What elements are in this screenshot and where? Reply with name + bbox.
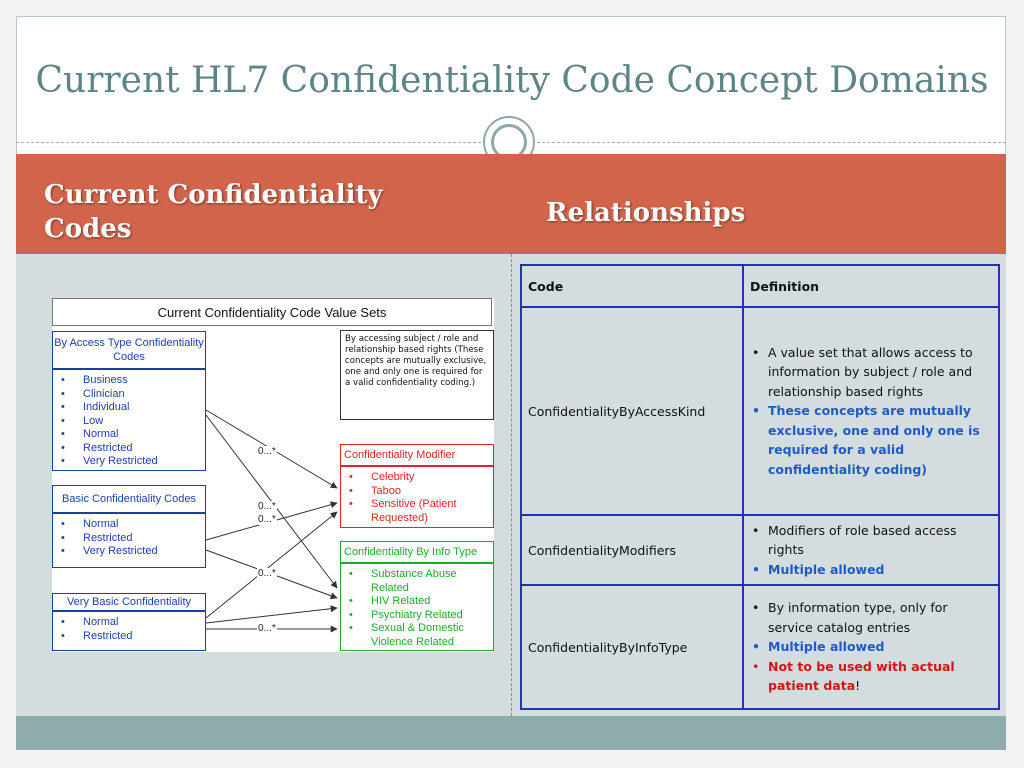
- definition-bullet: These concepts are mutually exclusive, o…: [752, 401, 992, 479]
- very-basic-list: Normal Restricted: [52, 611, 206, 651]
- list-item: Taboo: [349, 485, 493, 499]
- multiplicity-label: 0...*: [257, 514, 277, 525]
- column-header-code: Code: [520, 264, 744, 308]
- multiplicity-label: 0...*: [257, 623, 277, 634]
- multiplicity-label: 0...*: [257, 501, 277, 512]
- basic-list: Normal Restricted Very Restricted: [52, 513, 206, 568]
- definition-bullet: A value set that allows access to inform…: [752, 343, 992, 402]
- list-item: Individual: [61, 401, 205, 415]
- list-item: Low: [61, 415, 205, 429]
- list-item: Restricted: [61, 630, 205, 644]
- list-item: Normal: [61, 518, 205, 532]
- footer-bar: [16, 716, 1006, 750]
- left-heading: Current Confidentiality Codes: [44, 180, 383, 244]
- by-info-header: Confidentiality By Info Type: [340, 541, 494, 563]
- slide-title: Current HL7 Confidentiality Code Concept…: [35, 60, 989, 101]
- list-item: HIV Related: [349, 595, 493, 609]
- list-item: Psychiatry Related: [349, 609, 493, 623]
- table-row: ConfidentialityModifiers Modifiers of ro…: [520, 514, 1000, 586]
- modifier-list: Celebrity Taboo Sensitive (Patient Reque…: [340, 466, 494, 528]
- warning-suffix: !: [855, 678, 861, 694]
- by-info-list: Substance Abuse Related HIV Related Psyc…: [340, 563, 494, 651]
- heading-band: Current Confidentiality Codes Relationsh…: [16, 154, 1006, 254]
- list-item: Very Restricted: [61, 455, 205, 469]
- code-cell: ConfidentialityByInfoType: [520, 584, 744, 710]
- list-item: Sensitive (Patient Requested): [349, 498, 493, 525]
- column-header-definition: Definition: [742, 264, 1000, 308]
- list-item: Celebrity: [349, 471, 493, 485]
- arrow-verybasic-to-modifier: [205, 511, 338, 619]
- code-cell: ConfidentialityModifiers: [520, 514, 744, 586]
- multiplicity-label: 0...*: [257, 568, 277, 579]
- access-note: By accessing subject / role and relation…: [340, 330, 494, 420]
- definition-cell: By information type, only for service ca…: [742, 584, 1000, 710]
- list-item: Sexual & Domestic Violence Related: [349, 622, 493, 649]
- arrow-verybasic-to-info: [205, 605, 338, 624]
- definition-bullet: Multiple allowed: [752, 637, 992, 657]
- list-item: Clinician: [61, 388, 205, 402]
- definition-cell: Modifiers of role based access rights Mu…: [742, 514, 1000, 586]
- warning-text: Not to be used with actual patient data: [768, 658, 955, 694]
- modifier-header: Confidentiality Modifier: [340, 444, 494, 466]
- table-header-row: Code Definition: [520, 264, 1000, 308]
- definition-bullet: Modifiers of role based access rights: [752, 521, 992, 560]
- definition-bullet: By information type, only for service ca…: [752, 598, 992, 637]
- relationships-table: Code Definition ConfidentialityByAccessK…: [520, 264, 1000, 710]
- code-cell: ConfidentialityByAccessKind: [520, 306, 744, 516]
- list-item: Business: [61, 374, 205, 388]
- basic-header: Basic Confidentiality Codes: [52, 485, 206, 513]
- list-item: Normal: [61, 428, 205, 442]
- right-heading: Relationships: [546, 198, 746, 228]
- definition-cell: A value set that allows access to inform…: [742, 306, 1000, 516]
- value-sets-diagram: Current Confidentiality Code Value Sets …: [52, 298, 494, 652]
- list-item: Restricted: [61, 532, 205, 546]
- definition-bullet: Multiple allowed: [752, 560, 992, 580]
- table-row: ConfidentialityByInfoType By information…: [520, 584, 1000, 710]
- definition-bullet: Not to be used with actual patient data!: [752, 657, 992, 696]
- list-item: Normal: [61, 616, 205, 630]
- multiplicity-label: 0...*: [257, 446, 277, 457]
- by-access-header: By Access Type Confidentiality Codes: [52, 331, 206, 369]
- list-item: Substance Abuse Related: [349, 568, 493, 595]
- list-item: Very Restricted: [61, 545, 205, 559]
- title-divider-right: [537, 142, 1006, 143]
- title-divider-left: [16, 142, 481, 143]
- list-item: Restricted: [61, 442, 205, 456]
- table-row: ConfidentialityByAccessKind A value set …: [520, 306, 1000, 516]
- by-access-list: Business Clinician Individual Low Normal…: [52, 369, 206, 471]
- diagram-title: Current Confidentiality Code Value Sets: [52, 298, 492, 326]
- column-divider: [511, 254, 512, 716]
- very-basic-header: Very Basic Confidentiality: [52, 593, 206, 611]
